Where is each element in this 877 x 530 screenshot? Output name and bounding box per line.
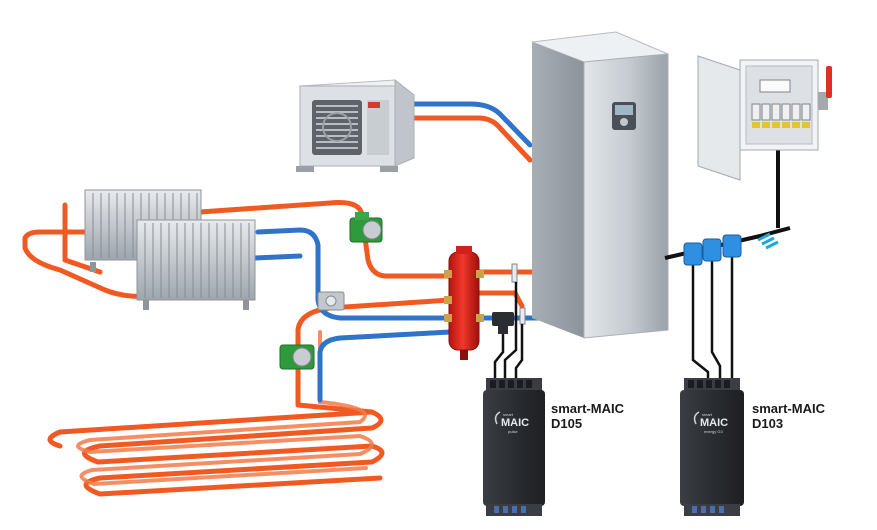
indoor-unit-icon <box>531 31 669 339</box>
electric-cabinet-icon <box>697 55 832 181</box>
device-brand-small: smart <box>503 412 514 417</box>
device-brand: MAIC <box>700 417 728 429</box>
device-label-line2: D105 <box>551 416 583 431</box>
device-variant: energy G3 <box>704 429 723 434</box>
pump-icon <box>349 212 383 243</box>
outdoor-unit-icon <box>296 78 416 172</box>
meter-device-icon: smart MAIC pulse <box>483 378 545 516</box>
current-clamp-icon <box>722 234 742 258</box>
device-brand: MAIC <box>501 417 529 429</box>
hydraulic-separator-icon <box>444 246 484 360</box>
signal-wires <box>493 256 734 382</box>
cold-pipe-network <box>252 101 555 403</box>
device-label-line1: smart-MAIC <box>752 401 825 416</box>
device-variant: pulse <box>508 429 518 434</box>
device-brand-small: smart <box>702 412 713 417</box>
floor-heating-icon <box>47 327 385 497</box>
mixing-valve-icon <box>317 291 345 311</box>
device-label-line1: smart-MAIC <box>551 401 624 416</box>
device-label-d105: smart-MAIC D105 <box>551 401 624 431</box>
device-label-line2: D103 <box>752 416 784 431</box>
device-label-d103: smart-MAIC D103 <box>752 401 825 431</box>
pump-icon <box>279 344 315 370</box>
current-clamp-icon <box>683 242 703 266</box>
current-clamp-icon <box>702 238 722 262</box>
flow-meter-icon <box>492 312 514 334</box>
meter-device-icon: smart MAIC energy G3 <box>680 378 744 516</box>
radiator-icon <box>136 219 256 310</box>
